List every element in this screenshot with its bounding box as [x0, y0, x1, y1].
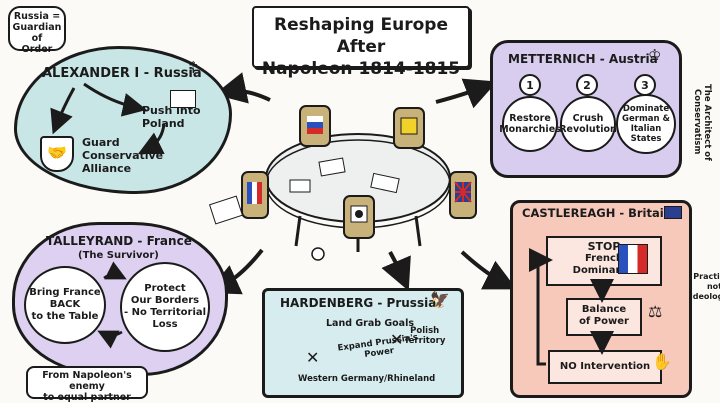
chair-prussia: [343, 195, 375, 239]
shield-handshake-icon: 🤝: [40, 136, 74, 172]
talleyrand-note: From Napoleon's enemy to equal partner: [26, 366, 148, 403]
metternich-num-2: 2: [576, 74, 598, 96]
talleyrand-note-line1: From Napoleon's enemy: [42, 370, 132, 392]
hardenberg-polish-line2: Territory: [404, 336, 446, 346]
hardenberg-heading: HARDENBERG - Prussia: [280, 296, 437, 310]
title-line1: Reshaping Europe After: [274, 15, 448, 57]
metternich-item1-line1: Restore: [509, 113, 551, 124]
metternich-item2-line1: Crush: [572, 113, 604, 124]
metternich-num-3: 3: [634, 74, 656, 96]
metternich-item2-line2: Revolution: [559, 124, 617, 135]
chair-france: [241, 171, 269, 219]
alexander-guard-line3: Alliance: [82, 162, 132, 175]
castlereagh-side-line2: not: [706, 282, 720, 291]
chair-britain: [449, 171, 477, 219]
orthodox-cross-icon: ☦: [188, 58, 199, 77]
x-mark-east-icon: ✕: [390, 330, 404, 349]
hardenberg-polish: Polish Territory: [404, 326, 445, 346]
chair-russia: [299, 105, 331, 147]
castlereagh-arrows: [529, 248, 614, 366]
chair-austria: [393, 107, 425, 149]
alexander-arrows: [50, 82, 166, 155]
russia-note-line2: Guardian of: [12, 22, 62, 44]
arrow-to-hardenberg: [381, 251, 411, 292]
talleyrand-left-line2: BACK: [49, 299, 81, 310]
talleyrand-right-line2: Our Borders: [130, 295, 200, 306]
x-mark-west-icon: ✕: [306, 348, 320, 367]
talleyrand-left-line3: to the Table: [31, 311, 99, 322]
metternich-side-note: The Architect of Conservatism: [692, 80, 712, 164]
hardenberg-goals: Land Grab Goals: [326, 318, 414, 329]
arrow-to-castlereagh: [460, 250, 517, 290]
russia-note-line1: Russia =: [13, 11, 61, 22]
hardenberg-polish-line1: Polish: [410, 326, 440, 336]
title-banner: Reshaping Europe After Napoleon 1814-181…: [252, 6, 470, 79]
metternich-num-1: 1: [519, 74, 541, 96]
title-line2: Napoleon 1814-1815: [261, 59, 461, 79]
metternich-heading: METTERNICH - Austria: [508, 52, 658, 66]
hardenberg-panel: [262, 288, 464, 398]
talleyrand-arrows: [97, 261, 127, 349]
talleyrand-heading: TALLEYRAND - France: [46, 234, 192, 248]
castlereagh-stop-line2: French: [584, 253, 624, 264]
castlereagh-no-intervention: NO Intervention: [559, 361, 651, 372]
talleyrand-right-line3: - No Territorial: [123, 307, 207, 318]
talleyrand-right-line4: Loss: [152, 319, 178, 330]
no-intervention-box: NO Intervention: [548, 350, 662, 384]
talleyrand-right-line1: Protect: [144, 283, 186, 294]
crown-icon: ♔: [648, 46, 662, 64]
metternich-side-line1: The Architect of: [702, 83, 712, 161]
metternich-item1-line2: Monarchies: [499, 124, 561, 135]
arrow-to-metternich: [435, 78, 498, 109]
castlereagh-balance-line1: Balance: [581, 304, 627, 315]
metternich-item3-line2: German &: [622, 114, 670, 124]
map-icon: [170, 90, 196, 108]
castlereagh-side-line3: ideological: [690, 292, 720, 301]
castlereagh-balance-line2: of Power: [579, 316, 629, 327]
talleyrand-note-line2: to equal partner: [43, 392, 131, 403]
metternich-item3-line3: Italian States: [630, 124, 662, 144]
talleyrand-sub: (The Survivor): [78, 250, 159, 261]
castlereagh-stop-line1: STOP: [587, 240, 621, 253]
castlereagh-stop-line3: Dominance: [572, 265, 636, 276]
metternich-item3-line1: Dominate: [622, 104, 670, 114]
metternich-side-line2: Conservatism: [692, 89, 702, 155]
talleyrand-left-line1: Bring France: [29, 287, 101, 298]
alexander-heading: ALEXANDER I - Russia: [42, 66, 202, 81]
russia-note-line3: Order: [21, 44, 53, 55]
eagle-icon: 🦅: [430, 290, 450, 309]
castlereagh-side-note: Practical, not ideological: [690, 272, 720, 302]
arrow-to-alexander: [214, 72, 271, 104]
castlereagh-side-line1: Practical,: [693, 272, 720, 281]
raised-hand-icon: ✋: [652, 352, 672, 371]
hardenberg-western: Western Germany/Rhineland: [298, 374, 436, 384]
alexander-push-line2: Poland: [142, 117, 185, 130]
russia-note: Russia = Guardian of Order: [8, 6, 66, 55]
crossed-french-flag-icon: [618, 244, 648, 274]
alexander-guard-line1: Guard: [82, 136, 120, 149]
union-jack-icon: [664, 206, 682, 219]
castlereagh-heading: CASTLEREAGH - Britain: [522, 206, 672, 220]
congress-table-illustration: [208, 105, 477, 261]
scales-icon: ⚖: [648, 302, 663, 321]
